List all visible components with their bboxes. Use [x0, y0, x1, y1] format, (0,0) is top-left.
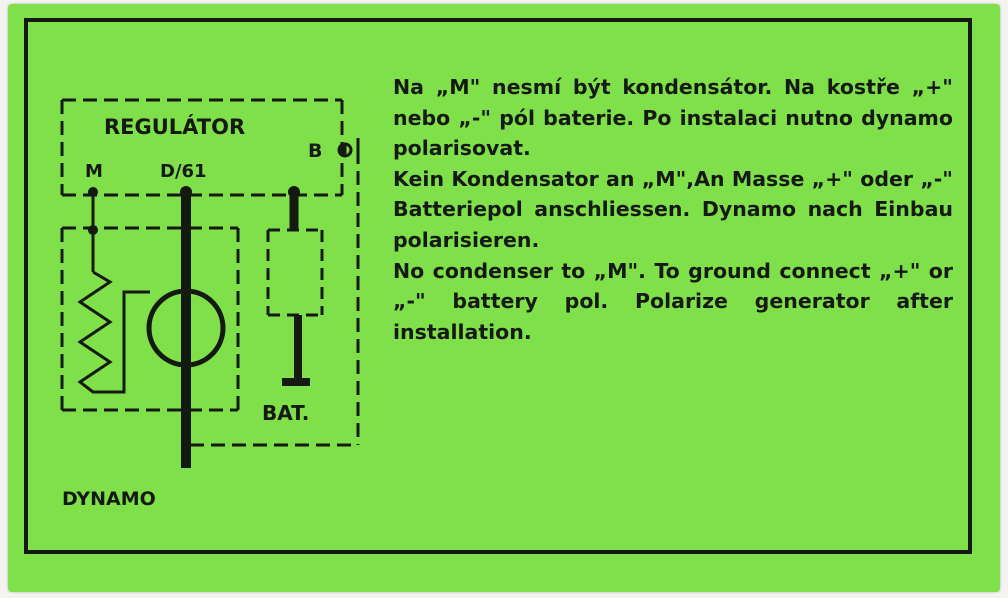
instructions-german: Kein Kondensator an „M",An Masse „+" ode…: [393, 166, 953, 252]
regulator-label: REGULÁTOR: [104, 114, 245, 139]
dynamo-label: DYNAMO: [62, 488, 156, 510]
battery-label: BAT.: [262, 401, 309, 425]
label-border: [24, 18, 972, 554]
df-junction-dot: [181, 225, 191, 235]
armature-icon: [146, 288, 226, 368]
m-wire: [77, 192, 150, 394]
warning-label: [8, 4, 1000, 592]
b-terminal-icon: [337, 138, 360, 162]
bat-wire: [282, 190, 310, 386]
terminal-m-label: M: [85, 161, 103, 182]
instructions-czech: Na „M" nesmí být kondensátor. Na kostře …: [393, 75, 953, 161]
instructions-english: No condenser to „M". To ground connect „…: [393, 258, 953, 344]
m-junction-dot: [88, 225, 98, 235]
terminal-b-label: B: [308, 140, 322, 162]
ground-wire: [190, 150, 360, 447]
df-terminal-dot: [180, 186, 192, 198]
m-terminal-dot: [88, 187, 98, 197]
instructions-text: Na „M" nesmí být kondensátor. Na kostře …: [393, 72, 953, 347]
terminal-df-label: D/61: [160, 161, 207, 182]
battery-outline: [266, 228, 324, 317]
bat-terminal-dot: [288, 186, 300, 198]
